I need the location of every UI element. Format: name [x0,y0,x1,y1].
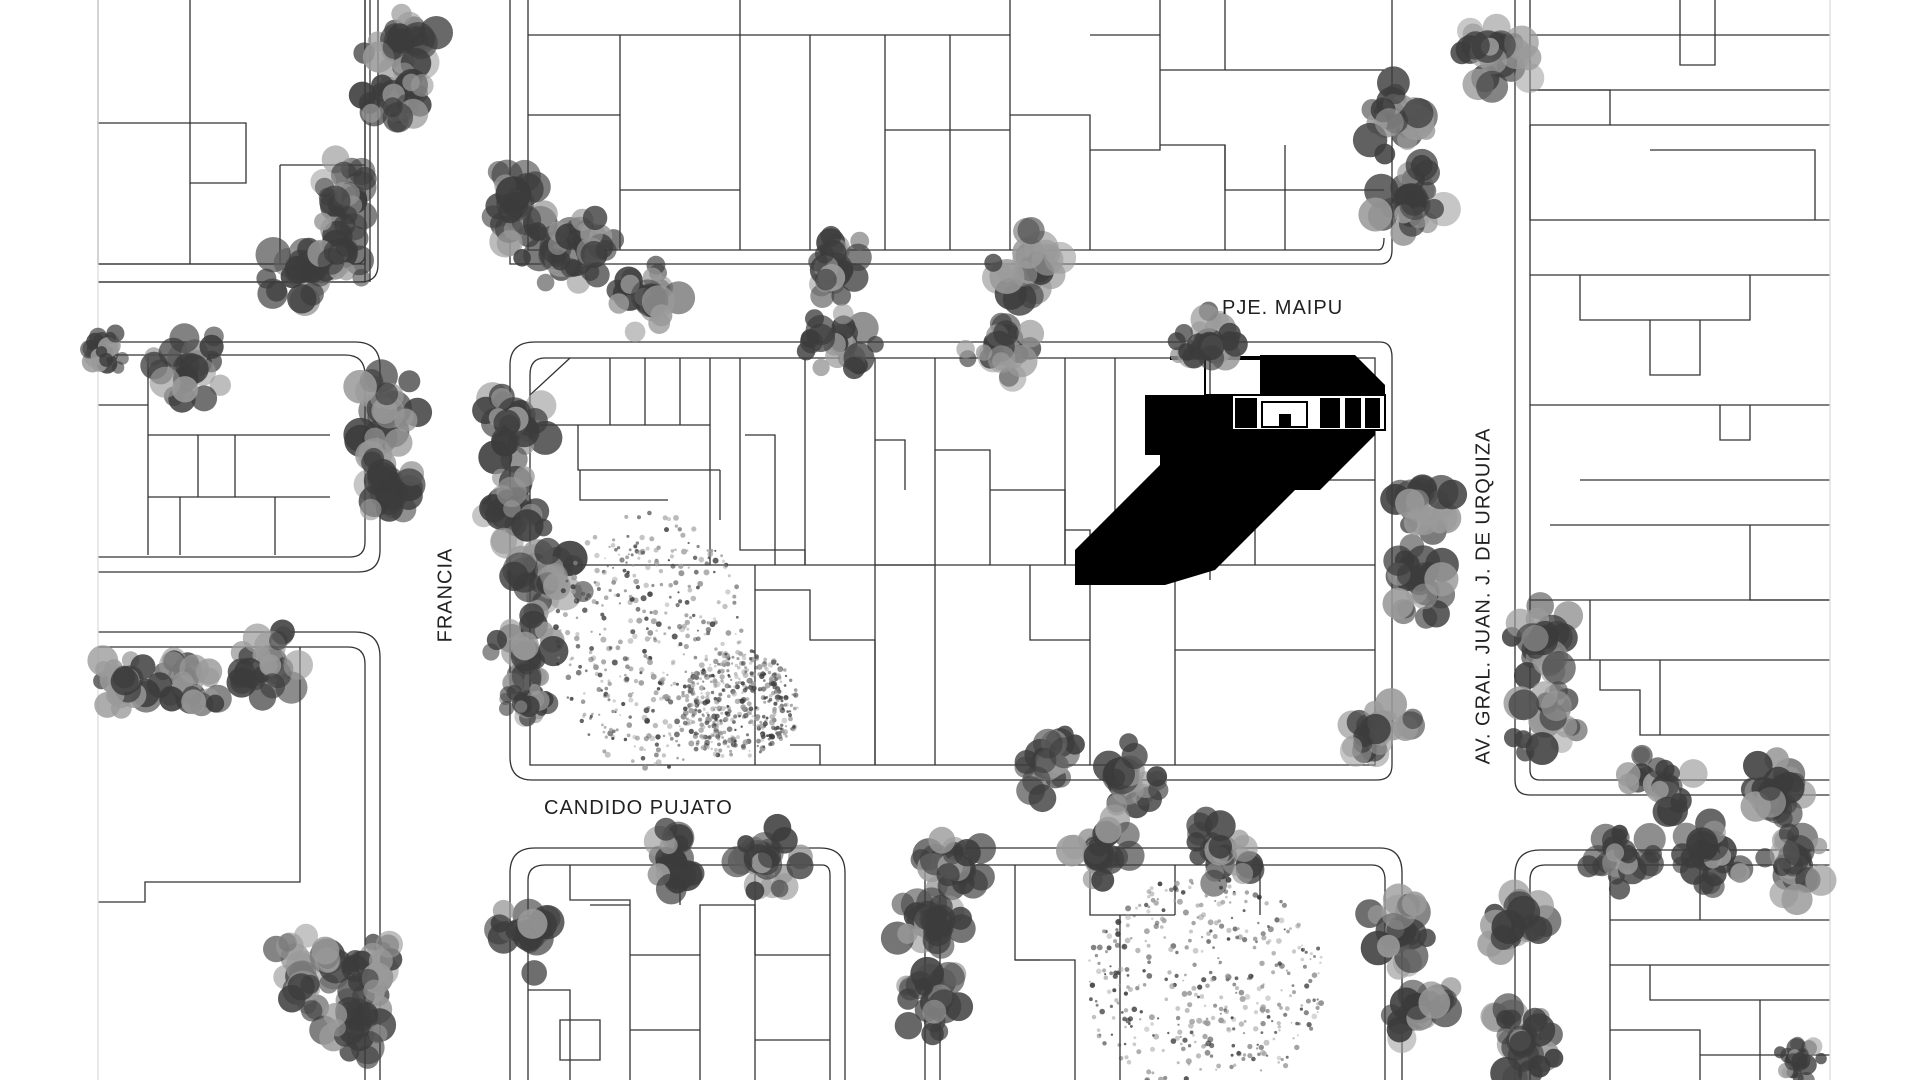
tree-canopy [226,619,314,711]
tree-canopy [548,205,625,288]
tree-canopy [1501,592,1584,690]
tree-canopy [894,956,974,1046]
tree-canopy [343,359,433,457]
tree-canopy [1337,688,1426,768]
tree-canopy [1477,879,1562,965]
tree-canopy [1480,993,1564,1080]
tree-canopy [1740,747,1816,829]
tree-canopy [643,817,705,905]
street-label-francia: FRANCIA [434,547,457,643]
tree-canopy [482,603,569,697]
tree-canopy [1380,977,1463,1053]
tree-canopy [87,645,162,719]
tree-canopy [309,982,397,1069]
tree-canopy [808,225,872,308]
tree-canopy [311,930,403,1007]
tree-canopy [146,647,232,717]
tree-canopy [499,684,559,727]
tree-canopy [1503,681,1588,765]
tree-canopy [1577,823,1666,900]
tree-canopy [140,323,231,413]
tree-canopy [1671,808,1754,898]
tree-canopy [1355,883,1436,980]
tree-canopy [1382,545,1459,629]
tree-canopy [472,382,563,475]
tree-canopy [1358,148,1461,246]
tree-canopy [606,255,696,343]
tree-canopy [1450,13,1545,103]
tree-canopy [910,826,996,901]
tree-canopy [348,68,434,133]
vegetation-mass [553,510,744,771]
tree-canopy [1755,822,1837,916]
tree-canopy [1167,301,1248,371]
tree-canopy [1056,804,1145,892]
tree-canopy [353,437,426,523]
tree-canopy [1615,744,1708,827]
tree-canopy [307,206,374,287]
street-label-candido-pujato: CANDIDO PUJATO [544,797,733,819]
tree-canopy [1186,806,1265,897]
tree-canopy [484,898,565,986]
tree-canopy [1093,733,1169,819]
tree-canopy [80,324,129,374]
featured-building [1075,355,1386,585]
vegetation-mass [680,649,799,758]
tree-canopy [721,813,814,901]
street-label-av-urquiza: AV. GRAL. JUAN. J. DE URQUIZA [1472,427,1495,765]
tree-canopy [1774,1036,1827,1080]
tree-canopy [982,217,1077,316]
tree-canopy [1352,66,1438,165]
tree-canopy [796,303,884,380]
tree-canopy [472,465,553,559]
vegetation-mass [1088,877,1324,1080]
tree-canopy [880,887,976,959]
tree-canopy [956,312,1045,392]
tree-canopy [499,537,594,625]
tree-canopy [1014,725,1085,813]
trees [80,3,1837,1080]
street-label-pje-maipu: PJE. MAIPU [1222,297,1344,319]
tree-canopy [1380,474,1468,559]
